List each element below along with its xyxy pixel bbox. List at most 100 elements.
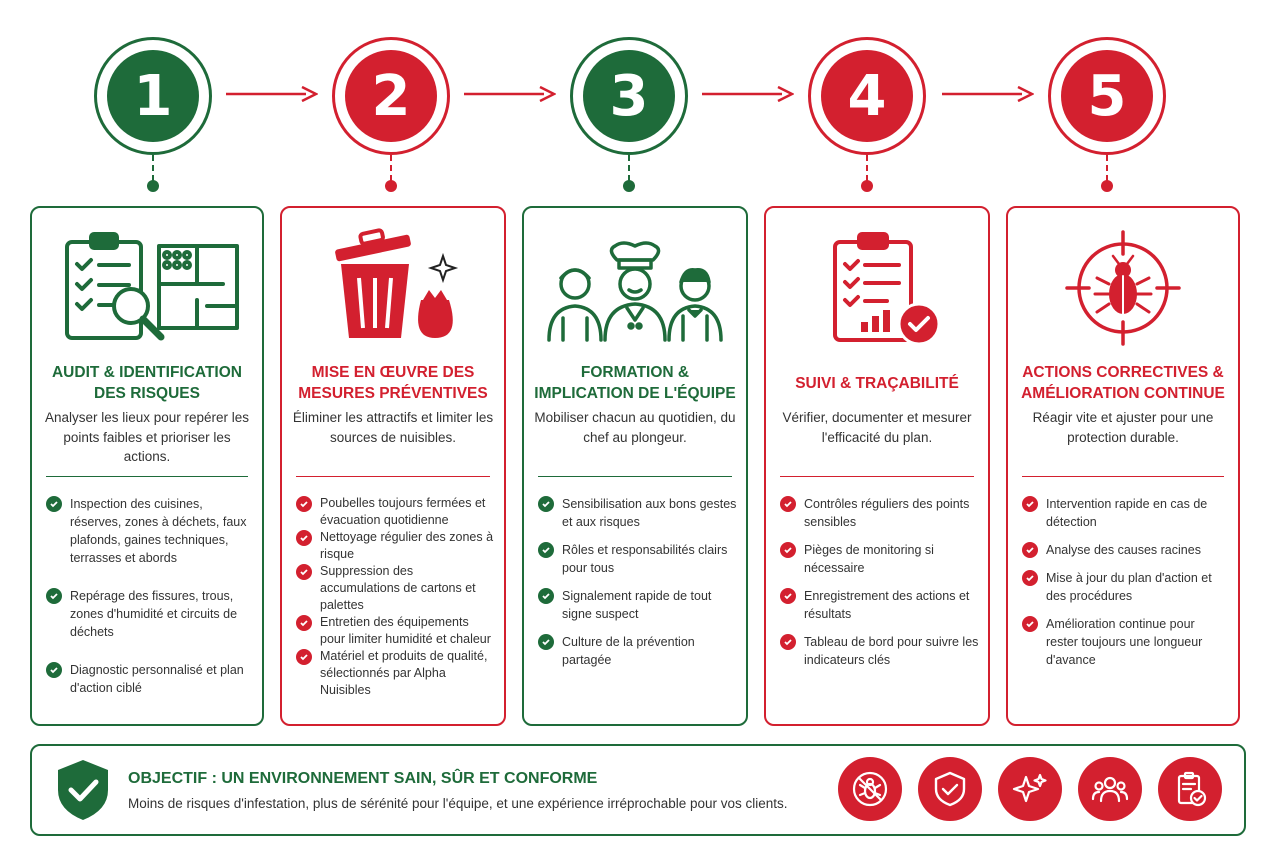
- team-icon: [1078, 757, 1142, 821]
- step-number: 5: [1061, 50, 1153, 142]
- shield-check-icon: [58, 760, 108, 820]
- kitchen-team-icon: [524, 228, 746, 348]
- step-number-badge: 2: [332, 37, 450, 155]
- step-connector-dot: [147, 180, 159, 192]
- check-icon: [1022, 542, 1038, 558]
- step-description: Éliminer les attractifs et limiter les s…: [292, 410, 494, 445]
- objective-banner: Objectif : un environnement sain, sûr et…: [30, 744, 1246, 836]
- list-item: Contrôles réguliers des points sensibles: [780, 495, 980, 531]
- step-number-badge: 1: [94, 37, 212, 155]
- step-description: Mobiliser chacun au quotidien, du chef a…: [534, 410, 736, 445]
- check-icon: [780, 588, 796, 604]
- banner-text: Moins de risques d'infestation, plus de …: [128, 796, 788, 811]
- step-checklist: Intervention rapide en cas de détection …: [1022, 495, 1230, 669]
- step-title: Mise en œuvre des mesures préventives: [298, 364, 488, 402]
- no-pest-icon: [838, 757, 902, 821]
- card-divider: [296, 476, 490, 477]
- list-item: Culture de la prévention partagée: [538, 633, 738, 669]
- step-connector: [152, 155, 154, 181]
- list-item: Analyse des causes racines: [1022, 541, 1230, 559]
- step-connector: [866, 155, 868, 181]
- step-number: 1: [107, 50, 199, 142]
- check-icon: [46, 588, 62, 604]
- step-checklist: Poubelles toujours fermées et évacuation…: [296, 495, 496, 699]
- check-icon: [296, 649, 312, 665]
- step-title: Suivi & traçabilité: [795, 374, 959, 392]
- shield-check-icon: [918, 757, 982, 821]
- step-card: Actions correctives & amélioration conti…: [1006, 206, 1240, 726]
- step-checklist: Inspection des cuisines, réserves, zones…: [46, 495, 254, 697]
- step-card: Audit & identification des risques Analy…: [30, 206, 264, 726]
- step-checklist: Contrôles réguliers des points sensibles…: [780, 495, 980, 669]
- check-icon: [1022, 616, 1038, 632]
- list-item: Mise à jour du plan d'action et des proc…: [1022, 569, 1230, 605]
- step-checklist: Sensibilisation aux bons gestes et aux r…: [538, 495, 738, 669]
- list-item: Diagnostic personnalisé et plan d'action…: [46, 661, 254, 697]
- step-description: Analyser les lieux pour repérer les poin…: [44, 410, 250, 464]
- list-item: Pièges de monitoring si nécessaire: [780, 541, 980, 577]
- check-icon: [538, 542, 554, 558]
- list-item: Intervention rapide en cas de détection: [1022, 495, 1230, 531]
- step-connector-dot: [1101, 180, 1113, 192]
- list-item: Enregistrement des actions et résultats: [780, 587, 980, 623]
- step-title: Formation & implication de l'équipe: [534, 364, 736, 402]
- list-item: Sensibilisation aux bons gestes et aux r…: [538, 495, 738, 531]
- step-number-badge: 3: [570, 37, 688, 155]
- check-icon: [538, 496, 554, 512]
- step-number-badge: 5: [1048, 37, 1166, 155]
- step-title: Audit & identification des risques: [51, 364, 242, 402]
- step-card: Mise en œuvre des mesures préventives Él…: [280, 206, 506, 726]
- step-card: Suivi & traçabilité Vérifier, documenter…: [764, 206, 990, 726]
- list-item: Signalement rapide de tout signe suspect: [538, 587, 738, 623]
- arrow-right-icon: [226, 86, 318, 102]
- check-icon: [780, 496, 796, 512]
- step-number: 3: [583, 50, 675, 142]
- step-number: 2: [345, 50, 437, 142]
- list-item: Amélioration continue pour rester toujou…: [1022, 615, 1230, 669]
- check-icon: [780, 634, 796, 650]
- step-connector-dot: [623, 180, 635, 192]
- list-item: Inspection des cuisines, réserves, zones…: [46, 495, 254, 567]
- clipboard-chart-check-icon: [766, 228, 988, 348]
- list-item: Tableau de bord pour suivre les indicate…: [780, 633, 980, 669]
- arrow-right-icon: [464, 86, 556, 102]
- step-connector-dot: [385, 180, 397, 192]
- step-connector: [628, 155, 630, 181]
- check-icon: [538, 588, 554, 604]
- arrow-right-icon: [942, 86, 1034, 102]
- list-item: Matériel et produits de qualité, sélecti…: [296, 648, 496, 699]
- list-item: Poubelles toujours fermées et évacuation…: [296, 495, 496, 529]
- check-icon: [46, 662, 62, 678]
- step-number-badge: 4: [808, 37, 926, 155]
- trash-bin-bag-icon: [282, 228, 504, 348]
- card-divider: [780, 476, 974, 477]
- card-divider: [538, 476, 732, 477]
- check-icon: [780, 542, 796, 558]
- check-icon: [538, 634, 554, 650]
- clipboard-magnifier-floorplan-icon: [32, 228, 262, 348]
- check-icon: [1022, 496, 1038, 512]
- arrow-right-icon: [702, 86, 794, 102]
- step-connector: [1106, 155, 1108, 181]
- card-divider: [1022, 476, 1224, 477]
- bug-target-icon: [1008, 228, 1238, 348]
- check-icon: [296, 496, 312, 512]
- sparkle-clean-icon: [998, 757, 1062, 821]
- check-icon: [296, 615, 312, 631]
- step-card: Formation & implication de l'équipe Mobi…: [522, 206, 748, 726]
- check-icon: [296, 564, 312, 580]
- step-title: Actions correctives & amélioration conti…: [1021, 364, 1225, 402]
- step-description: Réagir vite et ajuster pour une protecti…: [1032, 410, 1214, 445]
- check-icon: [1022, 570, 1038, 586]
- step-description: Vérifier, documenter et mesurer l'effica…: [782, 410, 972, 445]
- step-number: 4: [821, 50, 913, 142]
- list-item: Nettoyage régulier des zones à risque: [296, 529, 496, 563]
- check-icon: [46, 496, 62, 512]
- step-connector: [390, 155, 392, 181]
- list-item: Rôles et responsabilités clairs pour tou…: [538, 541, 738, 577]
- clipboard-check-icon: [1158, 757, 1222, 821]
- list-item: Suppression des accumulations de cartons…: [296, 563, 496, 614]
- list-item: Entretien des équipements pour limiter h…: [296, 614, 496, 648]
- card-divider: [46, 476, 248, 477]
- banner-title: Objectif : un environnement sain, sûr et…: [128, 770, 598, 787]
